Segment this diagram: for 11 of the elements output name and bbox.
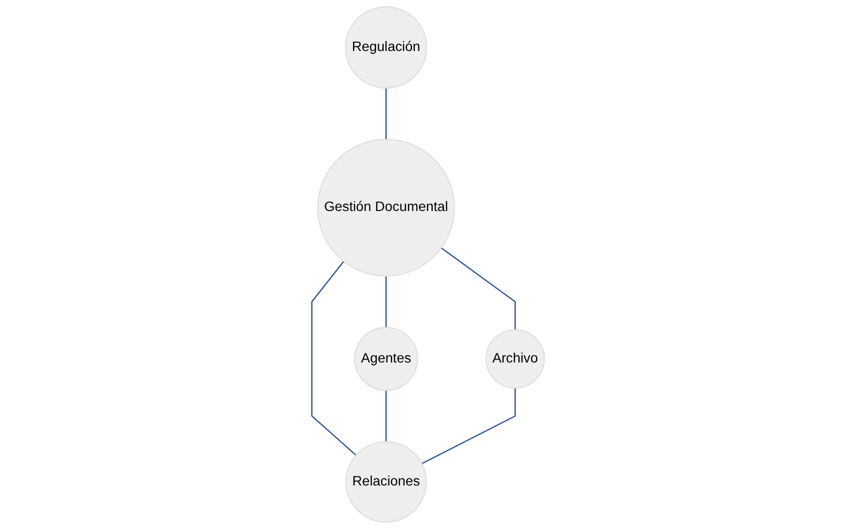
connector <box>386 88 388 140</box>
connector <box>386 276 388 328</box>
connector <box>312 261 357 456</box>
node-circle: Gestión Documental <box>318 138 456 277</box>
node-circle: Regulación <box>345 6 428 89</box>
node-circle: Relaciones <box>346 441 428 523</box>
node-circle: Archivo <box>486 329 546 389</box>
connector <box>386 390 388 442</box>
node-circle: Agentes <box>354 326 418 391</box>
connector <box>441 247 516 330</box>
connector <box>422 388 516 464</box>
